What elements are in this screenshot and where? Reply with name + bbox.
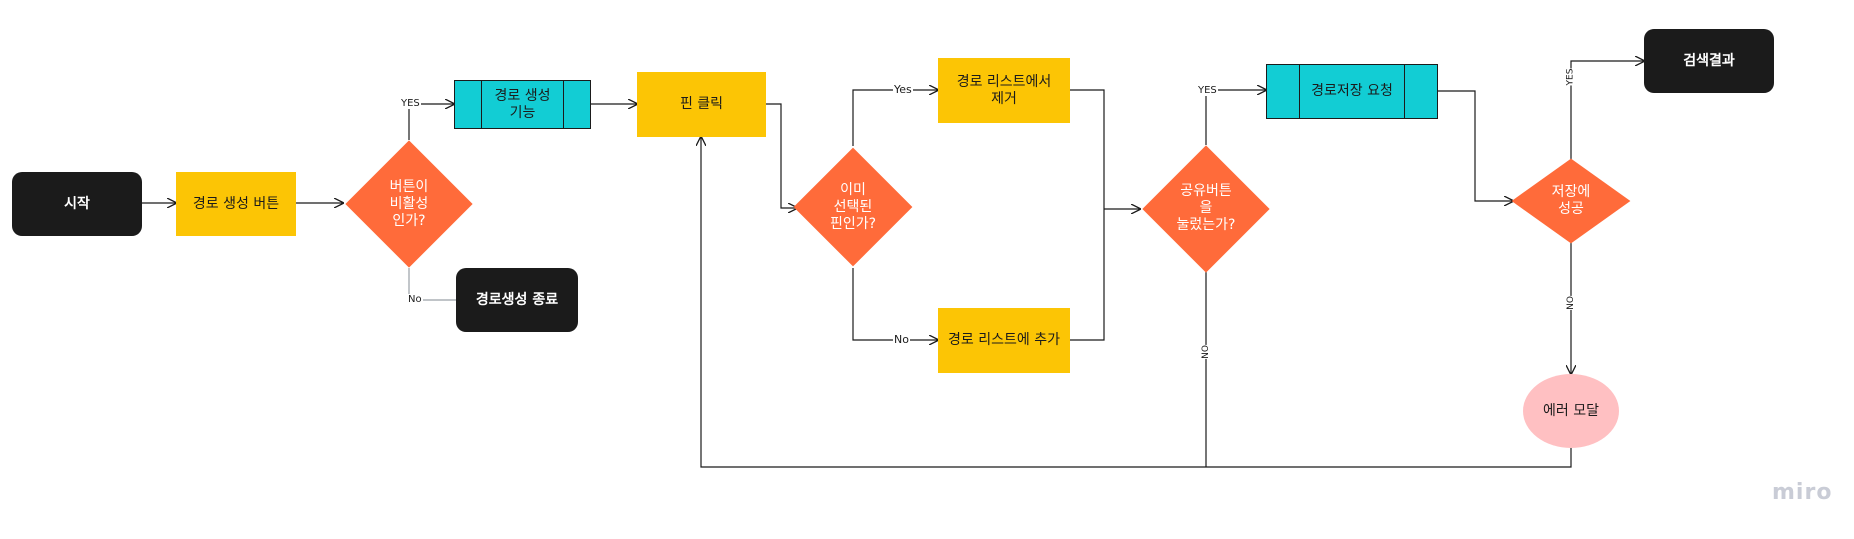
subprocess-bar-left [1299, 65, 1300, 118]
error-modal-label: 에러 모달 [1543, 402, 1599, 419]
edge-label-disabled-no: No [407, 294, 423, 305]
edge-selected-yes [852, 90, 938, 146]
edge-label-share-yes: YES [1197, 85, 1218, 96]
save-success-label: 저장에 성공 [1551, 184, 1591, 217]
route-save-request-label: 경로저장 요청 [1311, 83, 1393, 99]
start-node: 시작 [12, 172, 142, 236]
edge-share-yes [1205, 90, 1266, 145]
share-button-decision: 공유버튼 을 눌렀는가? [1140, 144, 1272, 273]
button-disabled-label: 버튼이 비활성 인가? [389, 178, 429, 229]
add-to-route-list-label: 경로 리스트에 추가 [948, 332, 1060, 348]
route-create-function-node: 경로 생성 기능 [454, 80, 591, 129]
button-disabled-decision: 버튼이 비활성 인가? [343, 140, 475, 268]
route-create-function-label: 경로 생성 기능 [494, 87, 551, 121]
already-selected-pin-decision: 이미 선택된 핀인가? [793, 146, 913, 268]
subprocess-bar-left [481, 81, 482, 128]
error-modal-node: 에러 모달 [1523, 374, 1619, 448]
share-button-label: 공유버튼 을 눌렀는가? [1176, 183, 1236, 233]
edge-label-save-no: NO [1565, 296, 1576, 310]
search-result-node: 검색결과 [1644, 29, 1774, 93]
route-save-request-node: 경로저장 요청 [1266, 64, 1438, 119]
edge-pin-to-decision [766, 103, 797, 208]
edge-selected-no [852, 268, 938, 340]
start-label: 시작 [64, 195, 90, 212]
edge-save-yes [1570, 61, 1644, 164]
edge-label-share-no: NO [1200, 345, 1211, 359]
add-to-route-list-node: 경로 리스트에 추가 [938, 308, 1070, 373]
pin-click-label: 핀 클릭 [679, 96, 724, 112]
remove-from-route-list-node: 경로 리스트에서 제거 [938, 58, 1070, 123]
route-create-end-label: 경로생성 종료 [475, 291, 559, 308]
pin-click-node: 핀 클릭 [637, 72, 766, 137]
route-create-end-node: 경로생성 종료 [456, 268, 578, 332]
edge-label-selected-yes: Yes [893, 83, 913, 96]
edge-loop-back-to-pin [701, 137, 1572, 468]
subprocess-bar-right [1404, 65, 1405, 118]
edge-disabled-yes [408, 104, 454, 140]
edge-remove-to-merge [1070, 89, 1105, 341]
edge-label-disabled-yes: YES [400, 98, 421, 109]
search-result-label: 검색결과 [1683, 52, 1735, 69]
edge-label-save-yes: YES [1565, 68, 1576, 86]
edge-label-selected-no: No [893, 333, 910, 346]
miro-logo: miro [1772, 480, 1833, 505]
remove-from-route-list-label: 경로 리스트에서 제거 [956, 73, 1052, 107]
already-selected-pin-label: 이미 선택된 핀인가? [829, 181, 877, 232]
edge-save-request-to-save [1438, 90, 1513, 201]
create-route-button-label: 경로 생성 버튼 [192, 195, 280, 212]
subprocess-bar-right [563, 81, 564, 128]
create-route-button-node: 경로 생성 버튼 [176, 172, 296, 236]
save-success-decision: 저장에 성공 [1511, 158, 1631, 244]
